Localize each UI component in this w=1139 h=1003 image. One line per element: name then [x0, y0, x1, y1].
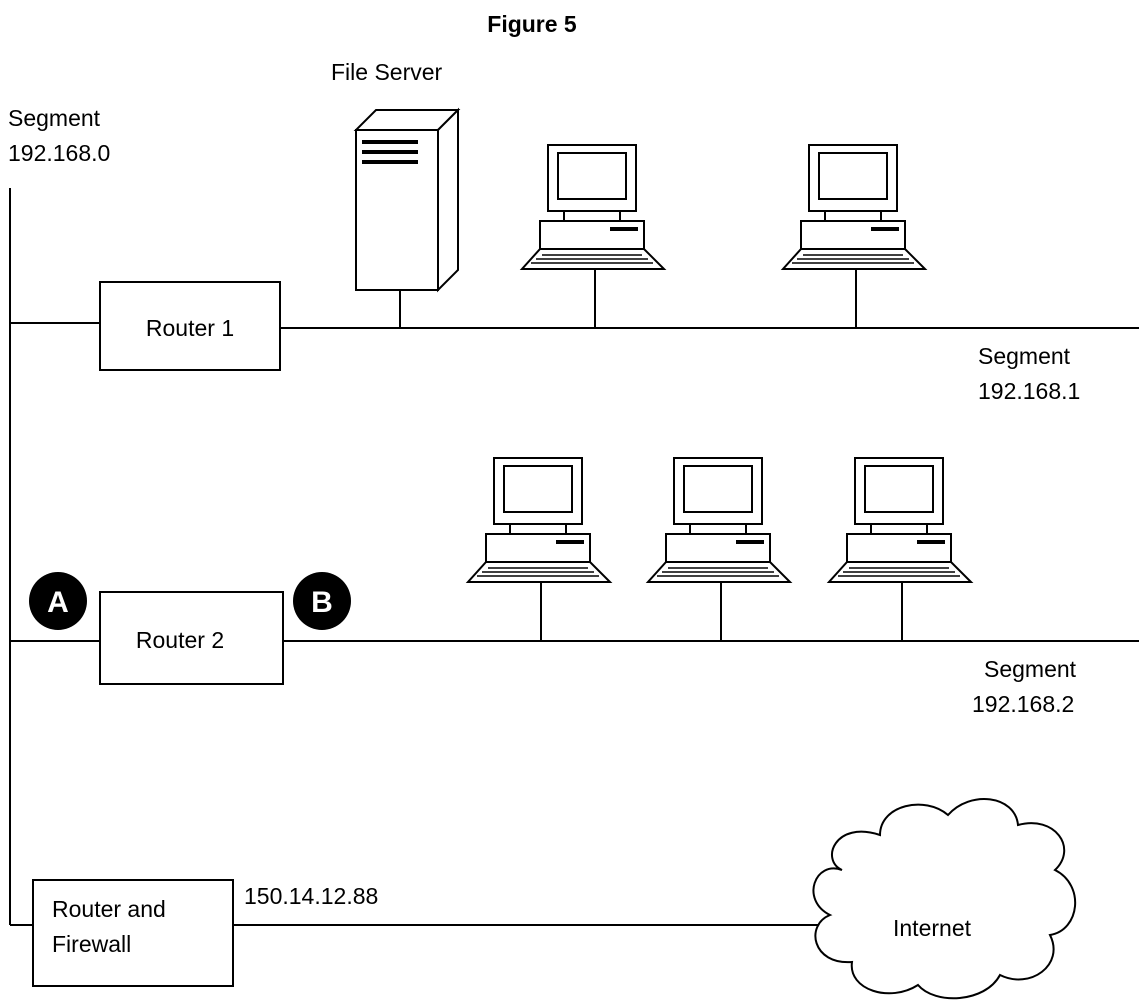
- public-ip-label: 150.14.12.88: [244, 883, 378, 909]
- router-firewall: Router and Firewall: [32, 879, 234, 987]
- router-firewall-label-line2: Firewall: [52, 931, 131, 957]
- segment-1-label-line2: 192.168.1: [978, 378, 1080, 404]
- segment-0-label: Segment 192.168.0: [8, 105, 110, 166]
- computer-icon: [780, 144, 928, 328]
- file-server-icon: [353, 107, 461, 328]
- segment-2-label-line1: Segment: [984, 656, 1077, 682]
- badge-b: B: [293, 572, 351, 630]
- computer-icon: [465, 457, 613, 641]
- router-2-label: Router 2: [136, 627, 224, 653]
- badge-a-label: A: [47, 586, 69, 619]
- internet-label: Internet: [893, 915, 972, 941]
- badge-a: A: [29, 572, 87, 630]
- segment-1-label-line1: Segment: [978, 343, 1071, 369]
- router-1-box: [99, 281, 281, 371]
- segment-2-label-line2: 192.168.2: [972, 691, 1074, 717]
- router-2-box: [99, 591, 284, 685]
- figure-title: Figure 5: [487, 11, 577, 37]
- router-firewall-box: [32, 879, 234, 987]
- computer-icon: [645, 457, 793, 641]
- router-1-label: Router 1: [146, 315, 234, 341]
- internet-cloud-icon: Internet: [812, 798, 1077, 1000]
- router-firewall-label-line1: Router and: [52, 896, 166, 922]
- router-2: Router 2: [99, 591, 284, 685]
- computer-icon: [826, 457, 974, 641]
- file-server-label: File Server: [331, 59, 443, 85]
- segment-0-label-line1: Segment: [8, 105, 101, 131]
- segment-1-label: Segment 192.168.1: [978, 343, 1080, 404]
- segment-0-label-line2: 192.168.0: [8, 140, 110, 166]
- segment-2-label: Segment 192.168.2: [972, 656, 1077, 717]
- computer-icon: [519, 144, 667, 328]
- badge-b-label: B: [311, 586, 333, 619]
- router-1: Router 1: [99, 281, 281, 371]
